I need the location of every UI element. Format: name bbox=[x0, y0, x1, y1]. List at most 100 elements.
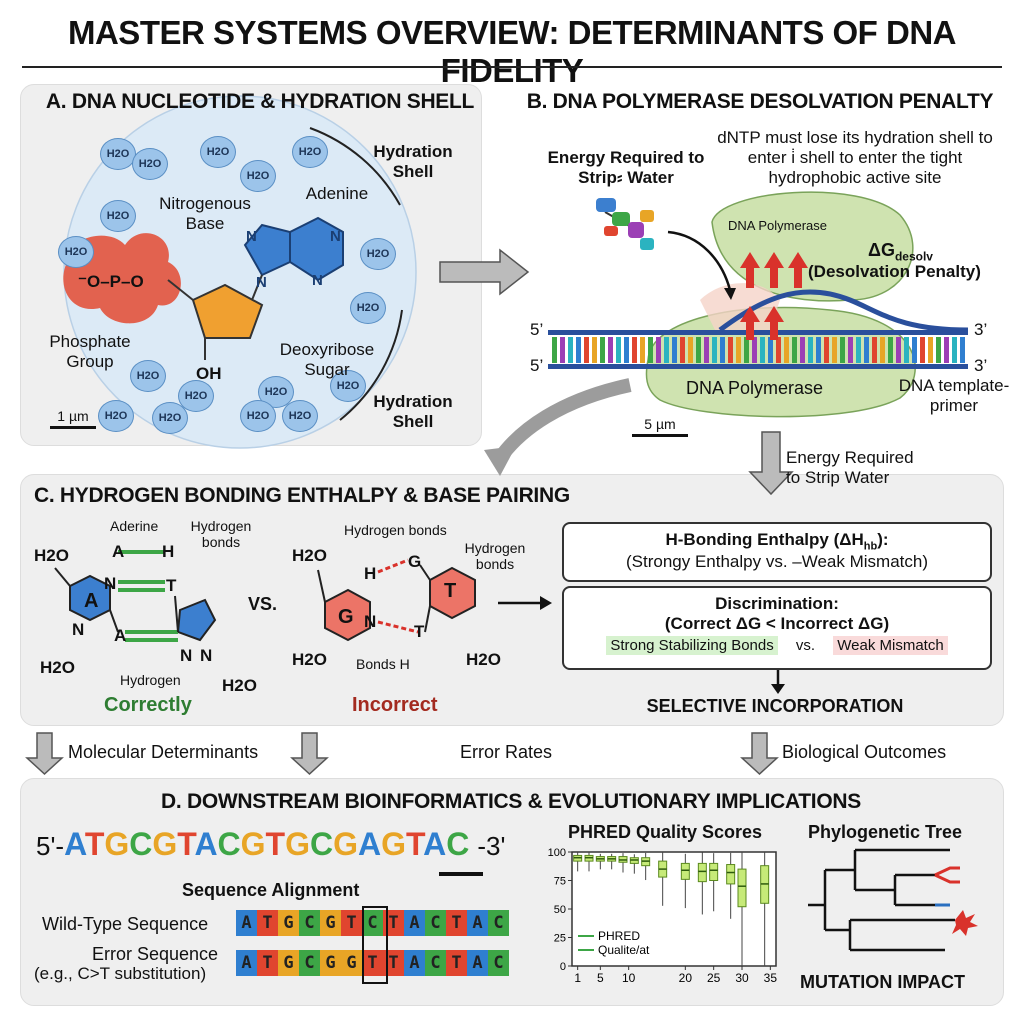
dna-rung bbox=[912, 337, 917, 363]
adenine-ring-2 bbox=[289, 216, 344, 282]
dna-rung bbox=[792, 337, 797, 363]
atom-label: H bbox=[364, 564, 377, 583]
molecular-determinants-label: Molecular Determinants bbox=[68, 742, 259, 762]
dna-rung bbox=[960, 337, 965, 363]
dna-rung bbox=[808, 337, 813, 363]
atom-label: G bbox=[408, 552, 422, 571]
hydrogen-bonds-label-incorrect-left: Hydrogen bonds bbox=[344, 522, 447, 538]
selective-incorporation-label: SELECTIVE INCORPORATION bbox=[646, 696, 904, 716]
polymerase-top-label: DNA Polymerase bbox=[728, 218, 827, 233]
three-prime-bottom: 3’ bbox=[974, 356, 988, 375]
mutation-impact-label: MUTATION IMPACT bbox=[800, 972, 965, 992]
discrimination-formula: (Correct ΔG < Incorrect ΔG) bbox=[664, 614, 890, 633]
dna-rung bbox=[640, 337, 645, 363]
enthalpy-box: H-Bonding Enthalpy (ΔHhb): (Strongy Enth… bbox=[562, 522, 992, 582]
dna-rung bbox=[864, 337, 869, 363]
y-tick-label: 25 bbox=[554, 933, 566, 945]
alignment-cell: C bbox=[362, 910, 383, 936]
hydration-shell-label-bottom: Hydration Shell bbox=[373, 392, 453, 431]
arrow-a-to-b bbox=[439, 248, 530, 296]
enthalpy-title-text: H-Bonding Enthalpy (ΔH bbox=[665, 530, 864, 549]
hydration-shell-arc-top bbox=[309, 127, 401, 206]
title-divider bbox=[22, 66, 1002, 68]
atom-label: A bbox=[112, 542, 125, 561]
dna-rung bbox=[680, 337, 685, 363]
alignment-cell: A bbox=[404, 950, 425, 976]
alignment-cell: T bbox=[362, 950, 383, 976]
water-molecule-icon: H2O bbox=[330, 370, 366, 402]
water-label: H2O bbox=[466, 650, 501, 669]
dntp-molecule bbox=[596, 198, 654, 250]
dna-rung bbox=[768, 337, 773, 363]
alignment-cell: A bbox=[404, 910, 425, 936]
dntp-entry-arrow bbox=[667, 230, 732, 291]
discrimination-title: Discrimination: bbox=[715, 594, 839, 613]
panel-d bbox=[20, 778, 1004, 1006]
alignment-cell: G bbox=[320, 950, 341, 976]
enthalpy-title-end: ): bbox=[877, 530, 889, 549]
wild-type-label: Wild-Type Sequence bbox=[42, 914, 209, 934]
enthalpy-title-sub: hb bbox=[863, 540, 878, 553]
atom-label: N bbox=[180, 646, 193, 665]
error-rates-label: Error Rates bbox=[460, 742, 553, 762]
delta-g-symbol: ΔG bbox=[868, 240, 895, 260]
dna-rung bbox=[728, 337, 733, 363]
dna-rung bbox=[632, 337, 637, 363]
y-tick-label: 75 bbox=[554, 876, 566, 888]
alignment-cell: T bbox=[341, 910, 362, 936]
sequence-base: T bbox=[265, 826, 286, 862]
water-molecule-icon: H2O bbox=[200, 136, 236, 168]
phosphate-group-label: Phosphate Group bbox=[49, 332, 131, 371]
phosphate-formula: ⁻O–P–O bbox=[78, 272, 144, 291]
y-tick-label: 100 bbox=[548, 847, 566, 859]
x-tick-label: 5 bbox=[597, 971, 604, 985]
alignment-cell: A bbox=[467, 910, 488, 936]
panel-b-heading: B. DNA POLYMERASE DESOLVATION PENALTY bbox=[526, 90, 994, 113]
water-molecule-icon: H2O bbox=[130, 360, 166, 392]
alignment-cell: T bbox=[383, 950, 404, 976]
water-molecule-icon: H2O bbox=[350, 292, 386, 324]
sequence-base: C bbox=[217, 826, 241, 862]
correct-label: Correctly bbox=[104, 694, 192, 716]
water-molecule-icon: H2O bbox=[282, 400, 318, 432]
dna-rung bbox=[648, 337, 653, 363]
dna-rung bbox=[776, 337, 781, 363]
dna-rung bbox=[824, 337, 829, 363]
alignment-cell: T bbox=[446, 950, 467, 976]
scale-bar-a: 1 µm bbox=[50, 408, 96, 429]
sequence-base: G bbox=[381, 826, 406, 862]
dna-rung bbox=[552, 337, 557, 363]
vs-label: VS. bbox=[248, 594, 278, 614]
adenine-n-4: N bbox=[256, 274, 267, 291]
alignment-cell: G bbox=[278, 950, 299, 976]
water-molecule-icon: H2O bbox=[152, 402, 188, 434]
desolvation-penalty-label: (Desolvation Penalty) bbox=[808, 262, 981, 281]
alignment-cell: C bbox=[425, 950, 446, 976]
water-label: H2O bbox=[292, 546, 327, 565]
sequence-base: T bbox=[177, 826, 195, 862]
legend-label: PHRED bbox=[598, 929, 640, 943]
dna-rung bbox=[928, 337, 933, 363]
alignment-cell: T bbox=[257, 910, 278, 936]
tree-title: Phylogenetic Tree bbox=[808, 822, 963, 842]
nitrogenous-base-label: Nitrogenous Base bbox=[159, 194, 251, 233]
x-tick-label: 1 bbox=[574, 971, 581, 985]
dna-rung bbox=[760, 337, 765, 363]
dna-rung bbox=[944, 337, 949, 363]
atom-label: N bbox=[364, 612, 377, 631]
alignment-cell: C bbox=[425, 910, 446, 936]
bonds-h-label: Bonds H bbox=[356, 656, 410, 672]
water-molecule-icon: H2O bbox=[240, 160, 276, 192]
dna-rung bbox=[568, 337, 573, 363]
dna-rung bbox=[720, 337, 725, 363]
water-molecule-icon: H2O bbox=[360, 238, 396, 270]
phred-title: PHRED Quality Scores bbox=[568, 822, 763, 842]
x-tick-label: 10 bbox=[622, 971, 636, 985]
atom-label: T bbox=[166, 576, 177, 595]
atom-label: A bbox=[114, 626, 127, 645]
scale-bar-b: 5 µm bbox=[632, 416, 688, 437]
enthalpy-title: H-Bonding Enthalpy (ΔHhb): bbox=[564, 530, 990, 552]
panel-c-heading: C. HYDROGEN BONDING ENTHALPY & BASE PAIR… bbox=[34, 484, 570, 507]
